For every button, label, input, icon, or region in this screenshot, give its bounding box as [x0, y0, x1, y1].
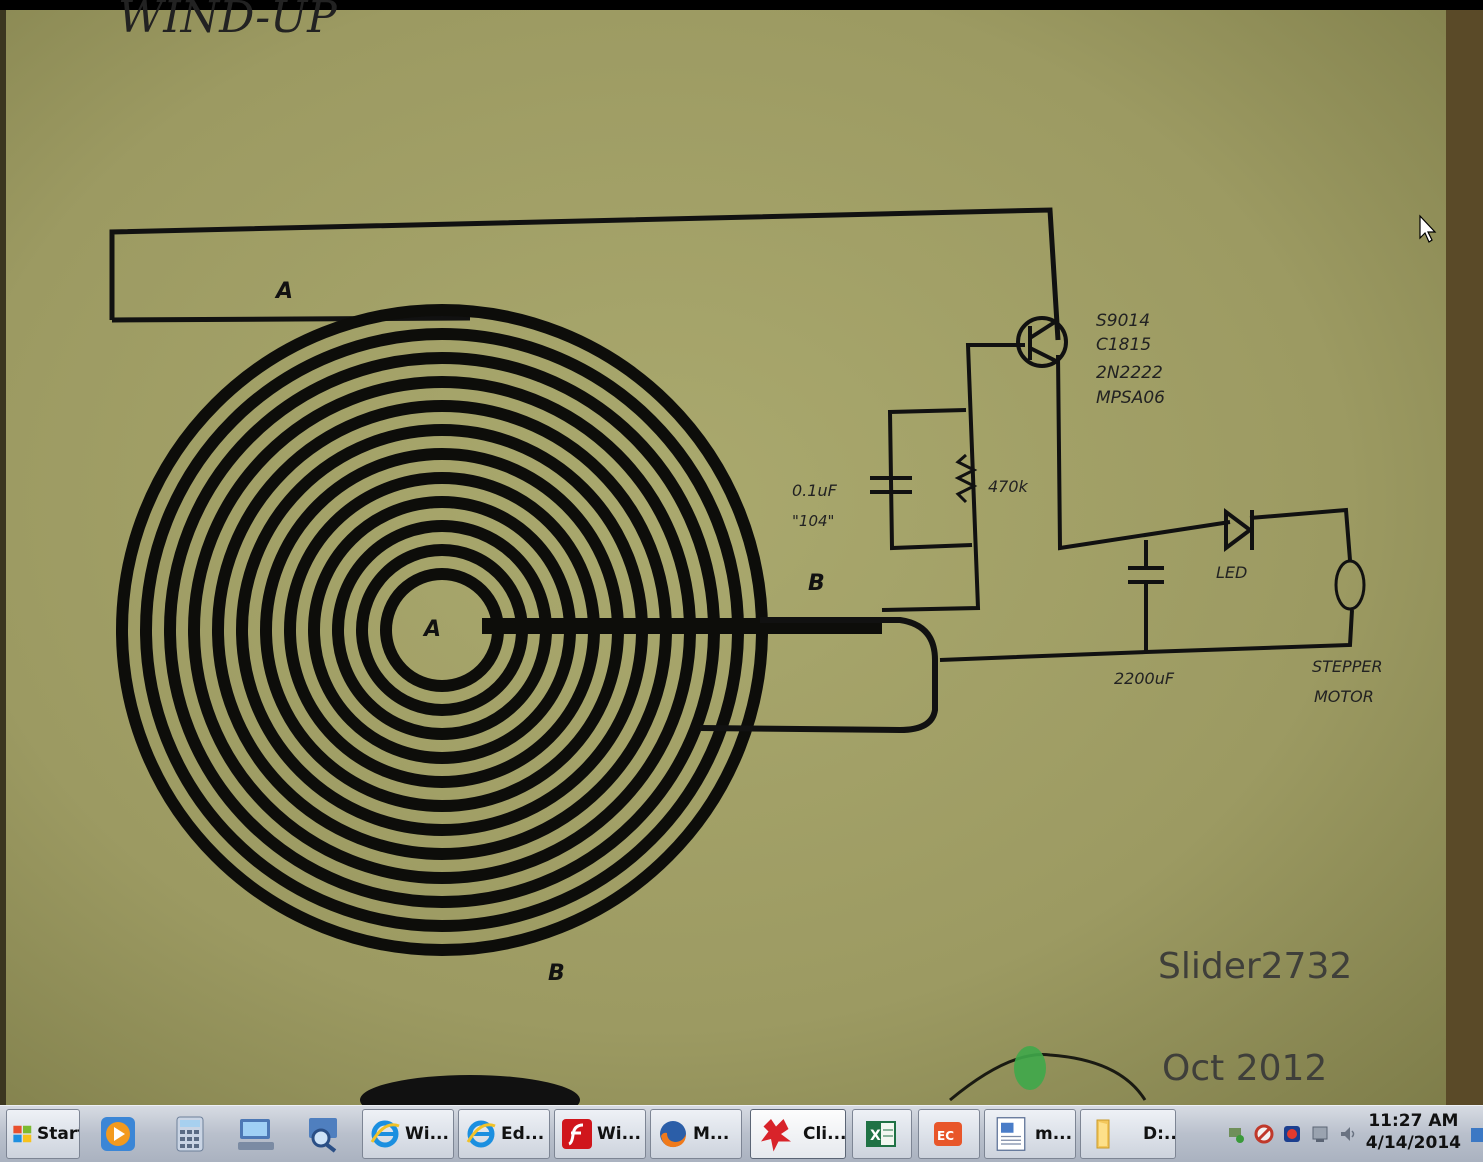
transistor-label-4: MPSA06 [1096, 388, 1165, 408]
dark-right-edge [1446, 10, 1483, 1105]
task-button-document[interactable]: m... [984, 1109, 1076, 1159]
wire-top-loop [109, 207, 1061, 341]
mouse-cursor-icon [1419, 214, 1437, 243]
eco-icon: EC [934, 1122, 962, 1146]
drawing-title-fragment: WIND-UP [118, 0, 338, 43]
task-button-eco[interactable]: EC [918, 1109, 980, 1159]
capacitor-label: 0.1uF [792, 481, 838, 500]
transistor-label-3: 2N2222 [1096, 363, 1163, 383]
video-top-bar [0, 0, 1483, 12]
task-button-clipart[interactable]: Cli... [750, 1109, 846, 1159]
task-button-firefox[interactable]: M... [650, 1109, 742, 1159]
watermark-date: Oct 2012 [1162, 1048, 1327, 1089]
taskbar: Start Wi... Ed... [0, 1105, 1483, 1162]
task-label: Ed... [501, 1124, 545, 1144]
transistor-label-1: S9014 [1096, 311, 1150, 331]
start-button[interactable]: Start [6, 1109, 80, 1159]
led-wire-foreground [949, 1053, 1147, 1102]
label-wire-a-top: A [274, 279, 293, 304]
flash-icon [562, 1119, 592, 1149]
calculator-icon[interactable] [170, 1114, 210, 1154]
tray-volume-icon[interactable] [1338, 1124, 1358, 1144]
show-desktop-button[interactable] [1471, 1128, 1483, 1142]
clock-time: 11:27 AM [1368, 1111, 1459, 1131]
task-button-excel[interactable]: X [852, 1109, 912, 1159]
task-label: M... [693, 1124, 730, 1144]
system-clock[interactable]: 11:27 AM 4/14/2014 [1366, 1110, 1461, 1154]
clipart-icon [761, 1119, 791, 1152]
task-button-ie-1[interactable]: Wi... [362, 1109, 454, 1159]
circuit-wires [881, 343, 1354, 662]
task-button-folder[interactable]: D:... [1080, 1109, 1176, 1159]
capacitor-symbol [870, 476, 912, 494]
task-label: D:... [1143, 1124, 1175, 1144]
capacitor-code-label: "104" [792, 512, 834, 530]
transistor-label: S9014 C1815 2N2222 MPSA06 [1096, 311, 1165, 408]
transistor-symbol [1016, 316, 1068, 368]
video-frame: WIND-UP A A B B S9 [0, 0, 1483, 1105]
start-label: Start [37, 1124, 79, 1144]
watermark-username: Slider2732 [1158, 946, 1352, 987]
dark-left-edge [0, 10, 6, 1105]
excel-icon: X [866, 1121, 896, 1147]
windows-logo-icon [13, 1125, 32, 1143]
svg-text:EC: EC [937, 1129, 954, 1143]
svg-text:X: X [870, 1128, 881, 1144]
remote-desktop-icon[interactable] [236, 1114, 276, 1154]
tray-security-icon[interactable] [1254, 1124, 1274, 1144]
folder-icon [1096, 1119, 1110, 1149]
label-wire-b-right: B [808, 571, 825, 596]
clock-date: 4/14/2014 [1365, 1133, 1461, 1153]
document-icon [996, 1117, 1026, 1151]
tray-antivirus-icon[interactable] [1282, 1124, 1302, 1144]
internet-explorer-icon [466, 1120, 496, 1148]
label-center-a: A [422, 617, 441, 642]
internet-explorer-icon [370, 1120, 400, 1148]
task-button-flash[interactable]: Wi... [554, 1109, 646, 1159]
wire-a-lead [111, 315, 471, 323]
coil-outer-lead [699, 617, 938, 734]
tray-device-icon[interactable] [1310, 1124, 1330, 1144]
dark-object-foreground [360, 1075, 580, 1105]
green-led-foreground [1014, 1046, 1046, 1090]
transistor-label-2: C1815 [1096, 335, 1151, 355]
resistor-symbol [954, 453, 978, 504]
led-label: LED [1216, 563, 1247, 582]
firefox-icon [660, 1121, 686, 1148]
task-button-ie-2[interactable]: Ed... [458, 1109, 550, 1159]
label-wire-b-bottom: B [548, 961, 565, 986]
big-capacitor-label: 2200uF [1114, 669, 1175, 688]
tray-network-icon[interactable] [1226, 1124, 1246, 1144]
task-label: Wi... [597, 1124, 641, 1144]
stepper-motor-symbol [1334, 559, 1366, 611]
task-label: Wi... [405, 1124, 449, 1144]
big-capacitor-symbol [1128, 566, 1164, 584]
media-player-icon[interactable] [98, 1114, 138, 1154]
task-label: Cli... [803, 1124, 846, 1144]
search-computer-icon[interactable] [303, 1114, 343, 1154]
led-symbol [1224, 508, 1254, 552]
task-label: m... [1035, 1124, 1073, 1144]
resistor-label: 470k [988, 477, 1029, 496]
motor-label-1: STEPPER [1312, 657, 1383, 676]
motor-label-2: MOTOR [1314, 687, 1374, 706]
